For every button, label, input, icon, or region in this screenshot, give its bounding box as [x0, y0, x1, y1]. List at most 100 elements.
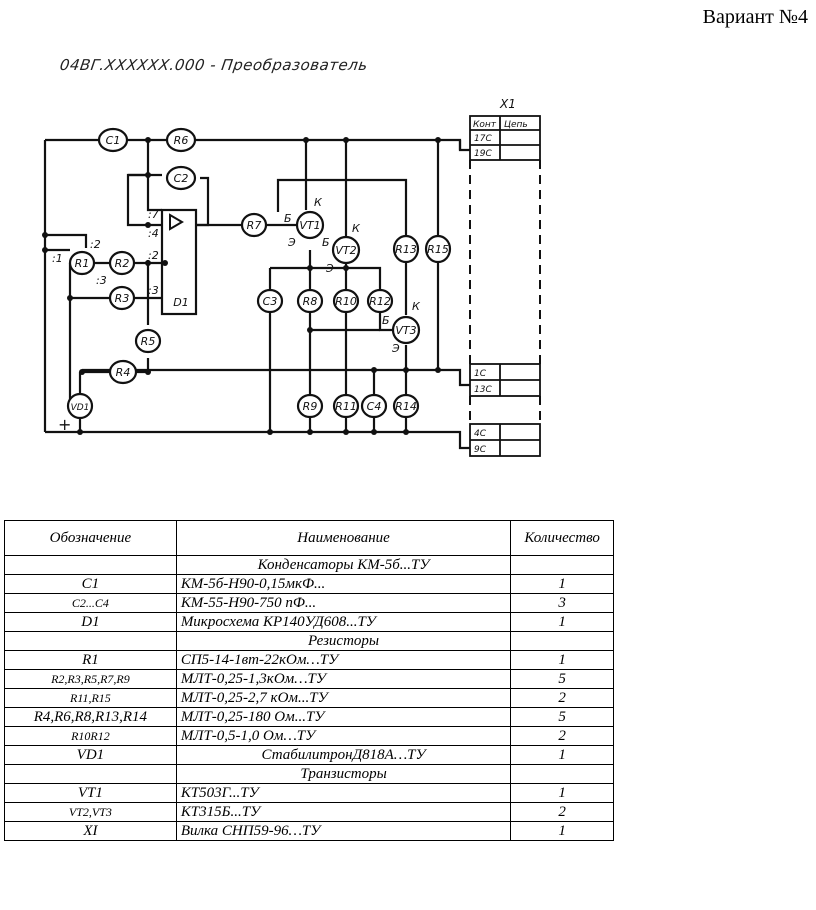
- base-label: Б: [284, 212, 292, 225]
- table-section-row: Резисторы: [4, 631, 614, 651]
- quantity-cell: 3: [510, 593, 614, 613]
- designation-cell: C1: [4, 574, 177, 594]
- component-label: R11: [335, 400, 357, 413]
- component-label: VT2: [335, 244, 356, 257]
- component-label: R7: [247, 219, 262, 232]
- empty-cell: [510, 631, 614, 651]
- plus-sign: +: [58, 415, 71, 434]
- connector-pin: 17С: [474, 134, 492, 144]
- connector-pin: 13С: [474, 385, 492, 395]
- collector-label: К: [412, 300, 421, 313]
- connector-pin: 4С: [474, 429, 487, 439]
- empty-cell: [510, 764, 614, 784]
- designation-cell: VT1: [4, 783, 177, 803]
- name-cell: СП5-14-1вт-22кОм…ТУ: [175, 650, 512, 670]
- component-label: R6: [174, 134, 189, 147]
- emitter-label: Э: [325, 262, 334, 275]
- pin-label: :1: [52, 252, 63, 265]
- pin-label: :2: [148, 249, 159, 262]
- quantity-cell: 2: [510, 726, 614, 746]
- designation-cell: R1: [4, 650, 177, 670]
- designation-cell: XI: [4, 821, 177, 841]
- quantity-cell: 1: [510, 612, 614, 632]
- connector-pin: 1С: [474, 369, 487, 379]
- variant-label: Вариант №4: [702, 6, 808, 28]
- component-label: R5: [141, 335, 156, 348]
- name-cell: МЛТ-0,25-1,3кОм…ТУ: [175, 669, 512, 689]
- collector-label: К: [352, 222, 361, 235]
- collector-label: К: [314, 196, 323, 209]
- circuit-schematic: C1 R6 C2 R7 VT1 VT2 R13 R15 R1 R2 R3 D1 …: [42, 97, 541, 457]
- name-cell: МЛТ-0,25-2,7 кОм...ТУ: [175, 688, 512, 708]
- component-label: R12: [369, 295, 391, 308]
- name-cell: КМ-5б-Н90-0,15мкФ...: [175, 574, 512, 594]
- empty-cell: [4, 764, 177, 784]
- quantity-cell: 1: [510, 783, 614, 803]
- component-label: R14: [395, 400, 417, 413]
- name-cell: Микросхема КР140УД608...ТУ: [175, 612, 512, 632]
- empty-cell: [4, 631, 177, 651]
- component-label: R13: [395, 243, 417, 256]
- component-label: C2: [174, 172, 189, 185]
- emitter-label: Э: [287, 236, 296, 249]
- component-label: VT1: [299, 219, 320, 232]
- component-label: R2: [115, 257, 130, 270]
- quantity-cell: 5: [510, 707, 614, 727]
- empty-cell: [510, 555, 614, 575]
- pin-label: :2: [90, 238, 101, 251]
- base-label: Б: [382, 314, 390, 327]
- component-label: R15: [427, 243, 449, 256]
- connector-pin: 19С: [474, 149, 492, 159]
- parts-table: Обозначение Наименование Количество Конд…: [4, 520, 614, 841]
- connector-header: Конт: [473, 120, 497, 130]
- designation-cell: R10R12: [4, 726, 177, 746]
- designation-cell: R2,R3,R5,R7,R9: [4, 669, 177, 689]
- header-quantity: Количество: [510, 520, 614, 556]
- header-name: Наименование: [175, 520, 512, 556]
- component-label: C4: [367, 400, 382, 413]
- component-label: R9: [303, 400, 318, 413]
- section-title: Резисторы: [175, 631, 512, 651]
- pin-label: :7: [148, 208, 159, 221]
- table-section-row: Транзисторы: [4, 764, 614, 784]
- component-label: R4: [116, 366, 131, 379]
- header-designation: Обозначение: [4, 520, 177, 556]
- designation-cell: C2...C4: [4, 593, 177, 613]
- component-label: R3: [115, 292, 130, 305]
- base-label: Б: [322, 236, 330, 249]
- component-label: C3: [263, 295, 278, 308]
- connector-header: Цепь: [504, 120, 528, 130]
- designation-cell: D1: [4, 612, 177, 632]
- quantity-cell: 5: [510, 669, 614, 689]
- component-label: R8: [303, 295, 318, 308]
- quantity-cell: 1: [510, 745, 614, 765]
- component-label: R10: [335, 295, 357, 308]
- pin-label: :3: [148, 284, 159, 297]
- designation-cell: R4,R6,R8,R13,R14: [4, 707, 177, 727]
- name-cell: Вилка СНП59-96…ТУ: [175, 821, 512, 841]
- section-title: Конденсаторы КМ-5б...ТУ: [175, 555, 512, 575]
- designation-cell: R11,R15: [4, 688, 177, 708]
- quantity-cell: 1: [510, 650, 614, 670]
- pin-label: :3: [96, 274, 107, 287]
- designation-cell: VD1: [4, 745, 177, 765]
- component-label: VT3: [395, 324, 416, 337]
- quantity-cell: 2: [510, 688, 614, 708]
- component-label: C1: [106, 134, 121, 147]
- quantity-cell: 2: [510, 802, 614, 822]
- component-label: VD1: [71, 403, 90, 413]
- name-cell: КТ503Г...ТУ: [175, 783, 512, 803]
- table-section-row: Конденсаторы КМ-5б...ТУ: [4, 555, 614, 575]
- connector-pin: 9С: [474, 445, 487, 455]
- quantity-cell: 1: [510, 821, 614, 841]
